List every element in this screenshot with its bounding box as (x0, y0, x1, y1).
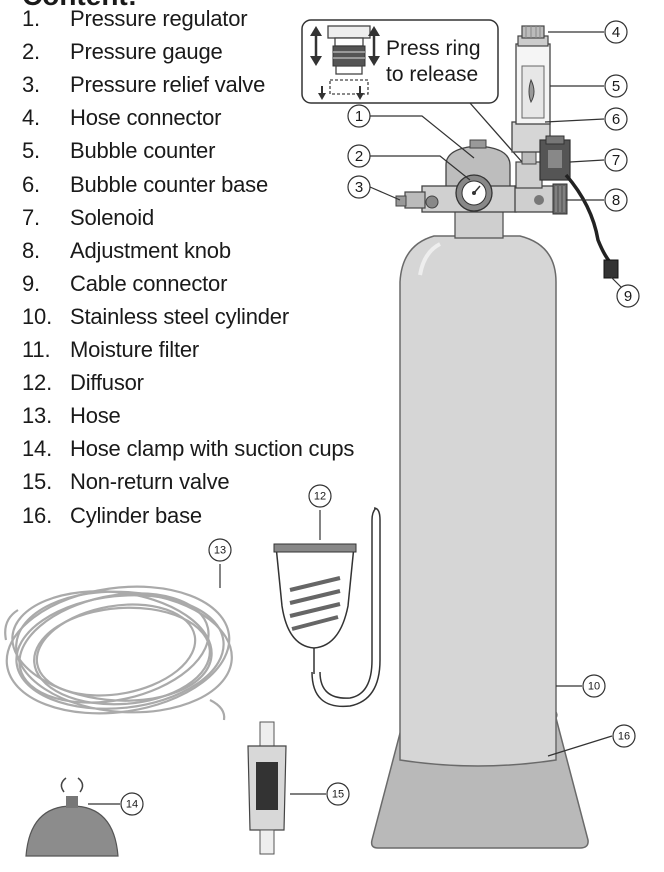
parts-list-item: 16. Cylinder base (22, 503, 202, 536)
number-marker-2: 2 (347, 144, 371, 168)
parts-list-label: Pressure gauge (70, 39, 223, 65)
parts-list-label: Bubble counter (70, 138, 216, 164)
parts-list-number: 13. (22, 403, 52, 429)
parts-list-number: 9. (22, 270, 40, 296)
parts-list-item: 3. Pressure relief valve (22, 72, 265, 105)
parts-list-item: 11. Moisture filter (22, 337, 199, 370)
pressure-gauge-shape (455, 174, 493, 212)
parts-list-label: Non-return valve (70, 469, 230, 495)
parts-list-label: Stainless steel cylinder (70, 303, 289, 329)
solenoid-shape (539, 135, 619, 279)
number-marker-7: 7 (604, 148, 628, 172)
non-return-valve-shape (247, 721, 287, 855)
parts-list-label: Moisture filter (70, 337, 200, 362)
stainless-steel-cylinder-shape (399, 235, 557, 767)
diffusor-shape (273, 507, 381, 708)
number-marker-label: 16 (618, 731, 630, 743)
number-marker-label: 5 (612, 78, 620, 95)
parts-list-number: 7. (22, 204, 40, 230)
number-marker-label: 15 (332, 789, 344, 801)
parts-list-item: 8. Adjustment knob (22, 238, 231, 271)
pressure-relief-valve-shape (395, 191, 439, 209)
parts-list-item: 15. Non-return valve (22, 469, 230, 502)
number-marker-label: 2 (355, 148, 363, 165)
hose-clamp-shape (25, 777, 119, 857)
number-marker-15: 15 (326, 782, 350, 806)
parts-list-label: Solenoid (70, 204, 155, 230)
parts-list-number: 15. (22, 469, 52, 495)
parts-list-number: 4. (22, 105, 40, 131)
parts-list-number: 3. (22, 72, 40, 98)
number-marker-9: 9 (616, 284, 640, 308)
parts-list-item: 1. Pressure regulator (22, 6, 248, 39)
parts-list-number: 12. (22, 370, 52, 396)
parts-list-number: 11. (22, 337, 51, 362)
parts-list-number: 1. (22, 6, 40, 31)
parts-list-label: Pressure relief valve (70, 72, 266, 98)
parts-list-number: 8. (22, 237, 40, 263)
number-marker-label: 13 (214, 545, 226, 557)
parts-list-number: 2. (22, 39, 40, 65)
parts-list-label: Hose clamp with suction cups (70, 436, 355, 462)
number-marker-label: 1 (355, 108, 363, 125)
number-marker-label: 14 (126, 799, 138, 811)
parts-list-label: Cable connector (70, 270, 228, 296)
parts-list-item: 7. Solenoid (22, 205, 154, 238)
number-marker-16: 16 (612, 724, 636, 748)
number-marker-5: 5 (604, 74, 628, 98)
number-marker-label: 6 (612, 111, 620, 128)
ring-release-icon (310, 25, 380, 100)
number-marker-8: 8 (604, 188, 628, 212)
parts-list-item: 12. Diffusor (22, 370, 144, 403)
parts-list-item: 4. Hose connector (22, 105, 221, 138)
contents-heading: Content: (22, 0, 137, 12)
number-marker-6: 6 (604, 107, 628, 131)
parts-list-label: Bubble counter base (70, 171, 269, 197)
number-marker-label: 7 (612, 152, 620, 169)
hose-coil-shape (4, 585, 233, 721)
press-ring-callout: Press ring to release (301, 19, 523, 163)
number-marker-label: 3 (355, 179, 363, 196)
parts-list-number: 5. (22, 138, 40, 164)
parts-list-label: Hose connector (70, 105, 222, 131)
number-marker-3: 3 (347, 175, 371, 199)
parts-list-number: 16. (22, 502, 52, 528)
parts-list-item: 9. Cable connector (22, 271, 227, 304)
number-marker-13: 13 (208, 538, 232, 562)
parts-list-number: 6. (22, 171, 40, 197)
parts-list-item: 10. Stainless steel cylinder (22, 304, 289, 337)
parts-list-label: Adjustment knob (70, 237, 231, 263)
parts-list-label: Hose (70, 403, 121, 429)
parts-list-item: 2. Pressure gauge (22, 39, 223, 72)
number-marker-label: 8 (612, 192, 620, 209)
parts-list-number: 14. (22, 436, 52, 462)
parts-list-label: Pressure regulator (70, 6, 248, 31)
number-marker-label: 4 (612, 24, 620, 41)
callout-line-1: Press ring (386, 37, 481, 60)
parts-list-item: 14. Hose clamp with suction cups (22, 436, 354, 469)
number-marker-label: 10 (588, 681, 600, 693)
parts-list-number: 10. (22, 303, 52, 329)
parts-list-item: 5. Bubble counter (22, 138, 215, 171)
number-marker-12: 12 (308, 484, 332, 508)
number-marker-label: 12 (314, 491, 326, 503)
parts-list-label: Diffusor (70, 370, 144, 396)
parts-list-item: 6. Bubble counter base (22, 172, 268, 205)
number-marker-4: 4 (604, 20, 628, 44)
number-marker-14: 14 (120, 792, 144, 816)
callout-line-2: to release (386, 63, 478, 86)
number-marker-10: 10 (582, 674, 606, 698)
parts-list-item: 13. Hose (22, 403, 121, 436)
number-marker-label: 9 (624, 288, 632, 305)
parts-list-label: Cylinder base (70, 502, 202, 528)
number-marker-1: 1 (347, 104, 371, 128)
